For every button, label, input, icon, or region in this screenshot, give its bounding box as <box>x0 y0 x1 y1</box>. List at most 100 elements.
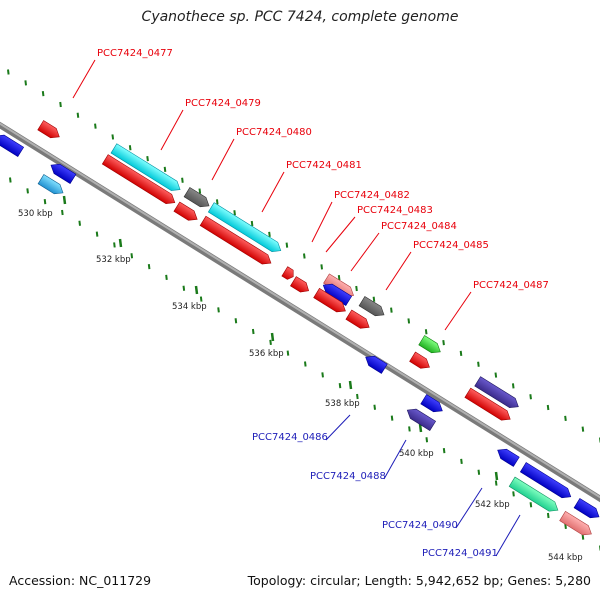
genome-backbone-highlight <box>0 122 600 499</box>
gene-feature[interactable] <box>173 201 200 224</box>
gene-feature[interactable] <box>559 510 595 538</box>
gene-feature[interactable] <box>320 280 353 307</box>
tick-mark <box>321 372 324 378</box>
tick-mark <box>304 361 307 367</box>
gene-feature[interactable] <box>37 120 62 142</box>
gene-feature[interactable] <box>183 187 212 210</box>
gene-feature[interactable] <box>363 353 388 374</box>
tick-mark <box>61 209 64 216</box>
tick-mark <box>425 437 429 443</box>
gene-feature[interactable] <box>404 405 437 432</box>
tick-mark <box>408 426 411 432</box>
gene-feature[interactable] <box>420 394 445 416</box>
gene-feature[interactable] <box>101 154 177 208</box>
label-leader-line <box>495 514 521 557</box>
tick-mark <box>320 264 324 270</box>
tick-mark <box>217 307 220 313</box>
scale-label: 530 kbp <box>18 209 53 219</box>
major-tick-mark <box>194 285 199 295</box>
gene-feature[interactable] <box>0 131 25 158</box>
tick-mark <box>512 491 515 497</box>
gene-feature[interactable] <box>313 287 349 315</box>
scale-label: 544 kbp <box>548 553 583 563</box>
tick-mark <box>407 318 411 324</box>
gene-feature[interactable] <box>199 215 274 268</box>
gene-feature[interactable] <box>409 351 433 372</box>
label-leader-line <box>311 201 333 243</box>
tick-mark <box>511 383 515 389</box>
genome-backbone <box>0 121 600 503</box>
gene-labels: PCC7424_0477PCC7424_0479PCC7424_0480PCC7… <box>72 48 549 559</box>
gene-feature[interactable] <box>358 296 387 319</box>
tick-mark <box>165 274 168 281</box>
tick-mark <box>163 166 167 173</box>
major-tick-mark <box>270 332 275 342</box>
gene-label[interactable]: PCC7424_0488 <box>310 471 386 482</box>
tick-mark <box>113 242 116 248</box>
tick-mark <box>564 523 567 529</box>
label-leader-line <box>211 138 235 181</box>
gene-feature[interactable] <box>290 276 311 296</box>
tick-mark <box>234 318 238 324</box>
tick-mark <box>390 415 394 421</box>
gene-label[interactable]: PCC7424_0486 <box>252 432 328 443</box>
tick-mark <box>355 285 358 292</box>
label-leader-line <box>444 291 472 331</box>
gene-label[interactable]: PCC7424_0477 <box>97 48 173 59</box>
tick-mark <box>269 339 272 345</box>
tick-mark <box>78 220 82 226</box>
tick-mark <box>442 447 446 454</box>
scale-label: 540 kbp <box>399 449 434 459</box>
tick-mark <box>581 426 585 432</box>
gene-label[interactable]: PCC7424_0484 <box>381 221 457 232</box>
tick-mark <box>7 69 10 75</box>
tick-mark <box>181 177 184 183</box>
scale-label: 534 kbp <box>172 302 207 312</box>
gene-feature[interactable] <box>281 266 296 282</box>
tick-mark <box>338 383 342 389</box>
tick-mark <box>494 372 498 378</box>
accession-text: Accession: NC_011729 <box>9 573 152 588</box>
gene-feature[interactable] <box>495 446 520 467</box>
gene-feature[interactable] <box>48 160 77 184</box>
gene-feature[interactable] <box>418 335 443 357</box>
gene-feature[interactable] <box>110 143 183 195</box>
label-leader-line <box>383 439 407 480</box>
gene-label[interactable]: PCC7424_0483 <box>357 205 433 216</box>
gene-label[interactable]: PCC7424_0485 <box>413 240 489 251</box>
scale-label: 536 kbp <box>249 349 284 359</box>
tick-mark <box>94 123 97 129</box>
gene-feature[interactable] <box>345 309 372 332</box>
scale-label: 532 kbp <box>96 255 131 265</box>
gene-label[interactable]: PCC7424_0482 <box>334 190 410 201</box>
label-leader-line <box>325 216 356 253</box>
gene-feature[interactable] <box>207 202 283 256</box>
tick-mark <box>477 361 480 367</box>
tick-mark <box>128 145 132 151</box>
tick-mark <box>26 188 29 194</box>
gene-label[interactable]: PCC7424_0487 <box>473 280 549 291</box>
tick-mark <box>477 469 481 475</box>
tick-mark <box>9 177 12 183</box>
gene-feature[interactable] <box>508 476 561 515</box>
gene-feature[interactable] <box>573 498 600 521</box>
tick-mark <box>111 134 115 140</box>
tick-mark <box>215 199 219 205</box>
gene-feature[interactable] <box>37 174 66 197</box>
gene-label[interactable]: PCC7424_0481 <box>286 160 362 171</box>
tick-mark <box>251 328 255 335</box>
tick-mark <box>564 415 567 421</box>
tick-mark <box>424 329 428 335</box>
gene-label[interactable]: PCC7424_0480 <box>236 127 312 138</box>
gene-feature[interactable] <box>464 387 513 424</box>
gene-label[interactable]: PCC7424_0479 <box>185 98 261 109</box>
gene-label[interactable]: PCC7424_0490 <box>382 520 458 531</box>
gene-label[interactable]: PCC7424_0491 <box>422 548 498 559</box>
tick-mark <box>41 91 45 97</box>
tick-mark <box>494 480 498 486</box>
tick-mark <box>546 404 550 411</box>
label-leader-line <box>261 171 285 213</box>
gene-feature[interactable] <box>474 376 522 412</box>
gene-feature[interactable] <box>519 462 573 502</box>
